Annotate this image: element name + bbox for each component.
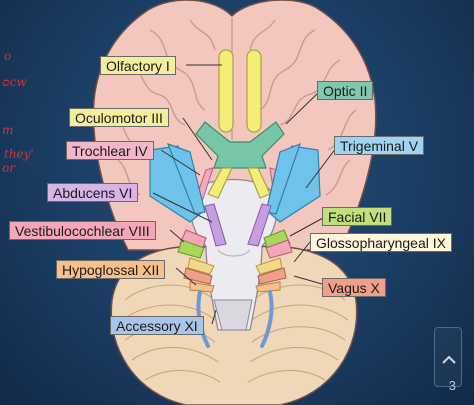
handwriting-note: or	[2, 161, 15, 175]
label-trochlear: Trochlear IV	[66, 141, 154, 160]
chevron-up-icon[interactable]	[438, 349, 460, 371]
leader-lines	[152, 64, 337, 325]
handwriting-note: m	[2, 123, 14, 137]
handwriting-note: they'	[4, 147, 34, 161]
page-number: 3	[448, 378, 456, 393]
optic-chiasm	[195, 121, 285, 169]
label-vagus: Vagus X	[322, 278, 386, 297]
olfactory-nerve	[218, 49, 262, 133]
slide-scroll-handle[interactable]	[434, 327, 462, 387]
label-hypoglossal: Hypoglossal XII	[56, 260, 166, 279]
gyri-lines	[111, 18, 357, 196]
cerebellum-folia	[121, 284, 349, 383]
handwriting-note: o	[4, 49, 12, 63]
label-accessory: Accessory XI	[110, 316, 204, 335]
facial-vestibulocochlear-nerves	[177, 229, 293, 259]
label-optic: Optic II	[317, 81, 374, 100]
abducens-nerve	[204, 203, 272, 247]
label-trigeminal: Trigeminal V	[334, 136, 425, 155]
label-facial: Facial VII	[322, 207, 393, 226]
label-abducens: Abducens VI	[47, 183, 139, 202]
label-vestibulocochlear: Vestibulocochlear VIII	[9, 221, 156, 240]
label-olfactory: Olfactory I	[100, 56, 176, 75]
lower-cranial-nerves	[183, 257, 287, 293]
label-oculomotor: Oculomotor III	[69, 108, 169, 127]
handwriting-note: ᴑcw	[2, 75, 27, 89]
label-glossopharyngeal: Glossopharyngeal IX	[310, 233, 452, 252]
trigeminal-nerve	[149, 142, 321, 223]
